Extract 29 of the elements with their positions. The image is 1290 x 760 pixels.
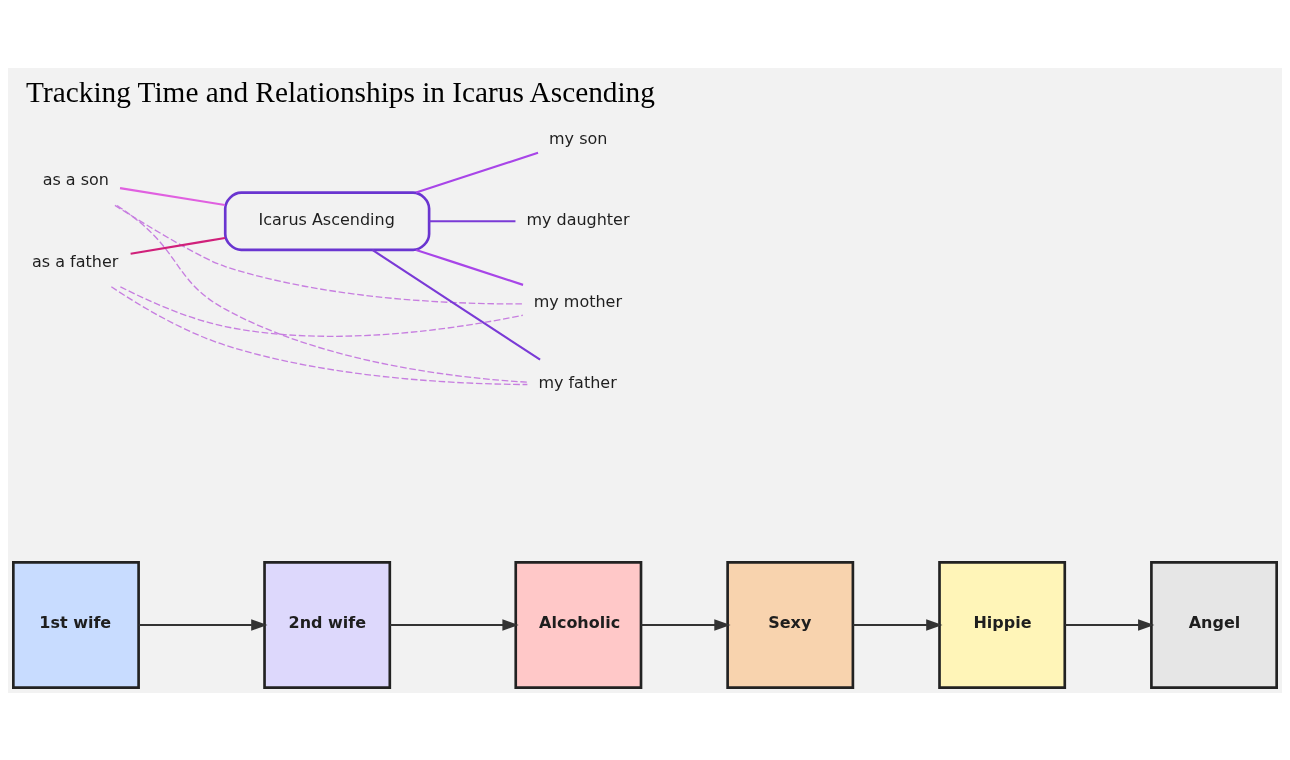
node-text: as a son xyxy=(42,169,109,189)
connector xyxy=(110,285,529,385)
node-text: my mother xyxy=(533,291,622,311)
arrow xyxy=(1065,618,1155,631)
connector xyxy=(114,204,524,305)
node-box: Sexy xyxy=(726,560,855,689)
node-text: as a father xyxy=(31,251,119,271)
connector xyxy=(415,248,524,286)
arrow xyxy=(389,618,519,631)
node-box: Hippie xyxy=(938,560,1067,689)
arrow xyxy=(853,618,943,631)
node-box: Angel xyxy=(1150,560,1278,689)
connector xyxy=(429,219,516,222)
node-box: Alcoholic xyxy=(514,560,643,689)
connector xyxy=(119,186,226,206)
diagram-title: Tracking Time and Relationships in Icarus Ascending xyxy=(26,75,655,108)
node-box: 2nd wife xyxy=(263,560,392,689)
connector xyxy=(415,151,539,194)
node-text: my son xyxy=(549,128,608,148)
connector xyxy=(116,204,528,383)
arrow xyxy=(138,618,268,631)
node-text: my father xyxy=(538,372,617,392)
connector xyxy=(371,248,541,361)
arrow xyxy=(641,618,731,631)
node-box: 1st wife xyxy=(12,560,140,689)
node-text: my daughter xyxy=(526,209,630,229)
connector xyxy=(119,285,524,337)
node-box: Icarus Ascending xyxy=(223,190,431,251)
connector xyxy=(130,236,226,255)
